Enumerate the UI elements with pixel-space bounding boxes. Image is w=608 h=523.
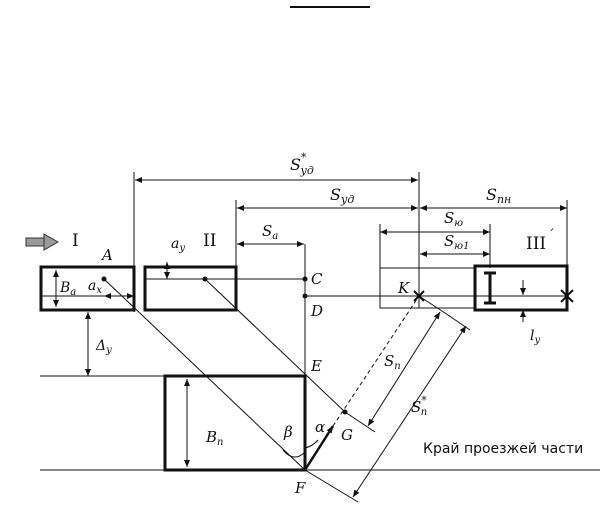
sp-star-label: S*п: [411, 394, 427, 418]
point-e-label: E: [310, 357, 322, 375]
point-d-label: D: [310, 302, 323, 320]
vehicle-2-label: II: [203, 231, 216, 251]
ay-label: ay: [171, 236, 185, 254]
point-g-label: G: [341, 426, 353, 444]
obstacle-width-label: Bп: [205, 428, 223, 448]
point-c: [302, 276, 308, 282]
angle-beta-label: β: [283, 423, 293, 441]
s-ud-label: Sуд: [330, 185, 354, 206]
diagonal-from-vehicle-2: [204, 278, 346, 413]
road-edge-caption: Край проезжей части: [423, 441, 583, 457]
obstacle-i-beam-icon: [484, 271, 496, 305]
point-k-label: K: [397, 279, 410, 297]
point-c-label: C: [311, 270, 323, 288]
direction-arrow-icon: [25, 233, 60, 251]
sp-star-ext-lower: [304, 469, 359, 503]
angle-alpha-label: α: [315, 418, 325, 436]
sp-ext-upper: [418, 295, 446, 314]
angle-alpha-arc: [304, 439, 319, 449]
sp-star-ext-upper: [444, 312, 471, 331]
velocity-vector-arrow: [303, 425, 335, 471]
delta-y-label: Δy: [95, 338, 112, 356]
sp-star-dim: [352, 325, 467, 498]
sp-label: Sп: [384, 352, 401, 372]
angle-beta-arc: [282, 449, 306, 458]
point-f-label: F: [294, 479, 306, 497]
ly-label: ly: [530, 328, 540, 346]
ax-label: ax: [88, 278, 102, 296]
vehicle-1-label: I: [72, 231, 79, 251]
vehicle-2-box: [143, 265, 238, 312]
s-pn-label: Sпн: [486, 185, 511, 206]
dashed-path-g-k: [332, 295, 420, 427]
s-yu1-label: Sю1: [444, 232, 469, 252]
vehicle-3-label: III´: [526, 228, 555, 254]
point-a-label: A: [100, 246, 113, 264]
sa-label: Sа: [262, 222, 278, 242]
s-ud-star-label: S*уд: [290, 151, 314, 177]
vehicle-1-width-label: Ba: [59, 280, 76, 298]
s-yu-label: Sю: [444, 209, 463, 229]
sp-dim: [367, 311, 441, 427]
